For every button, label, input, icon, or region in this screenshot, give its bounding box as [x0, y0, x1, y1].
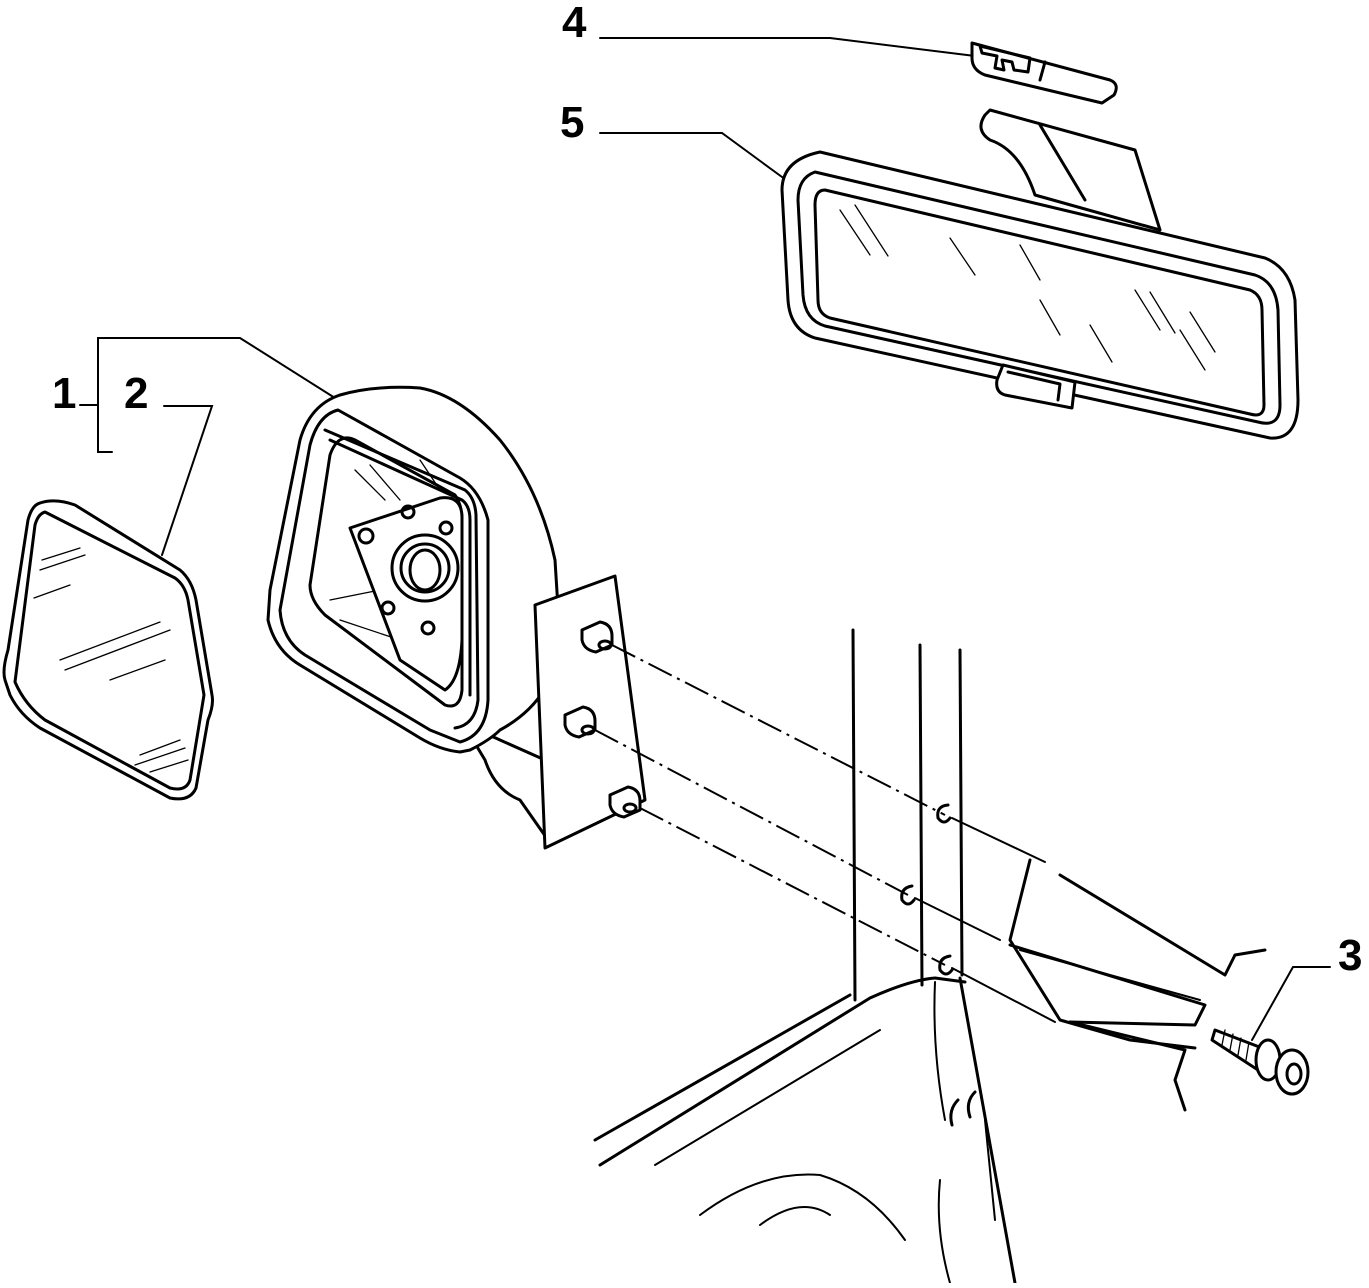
leader-2 — [161, 405, 214, 556]
callout-3: 3 — [1338, 931, 1362, 980]
vehicle-door-panel — [593, 628, 1267, 1285]
leader-1 — [97, 337, 336, 453]
callout-5: 5 — [560, 98, 584, 147]
leader-5 — [599, 132, 783, 178]
callout-2: 2 — [124, 369, 148, 418]
leader-lines — [79, 37, 1331, 1041]
part-2-mirror-glass — [2, 499, 214, 801]
assembly-lines — [594, 644, 1056, 1023]
callout-1: 1 — [52, 369, 76, 418]
leader-3 — [1251, 966, 1331, 1041]
callout-4: 4 — [562, 0, 587, 47]
leader-4 — [599, 37, 976, 57]
callout-labels: 4 5 1 2 3 — [52, 0, 1362, 980]
part-3-screw — [1210, 1028, 1310, 1096]
part-5-interior-mirror — [780, 108, 1300, 440]
part-1-exterior-mirror — [266, 385, 647, 850]
part-4-clip — [970, 41, 1118, 105]
